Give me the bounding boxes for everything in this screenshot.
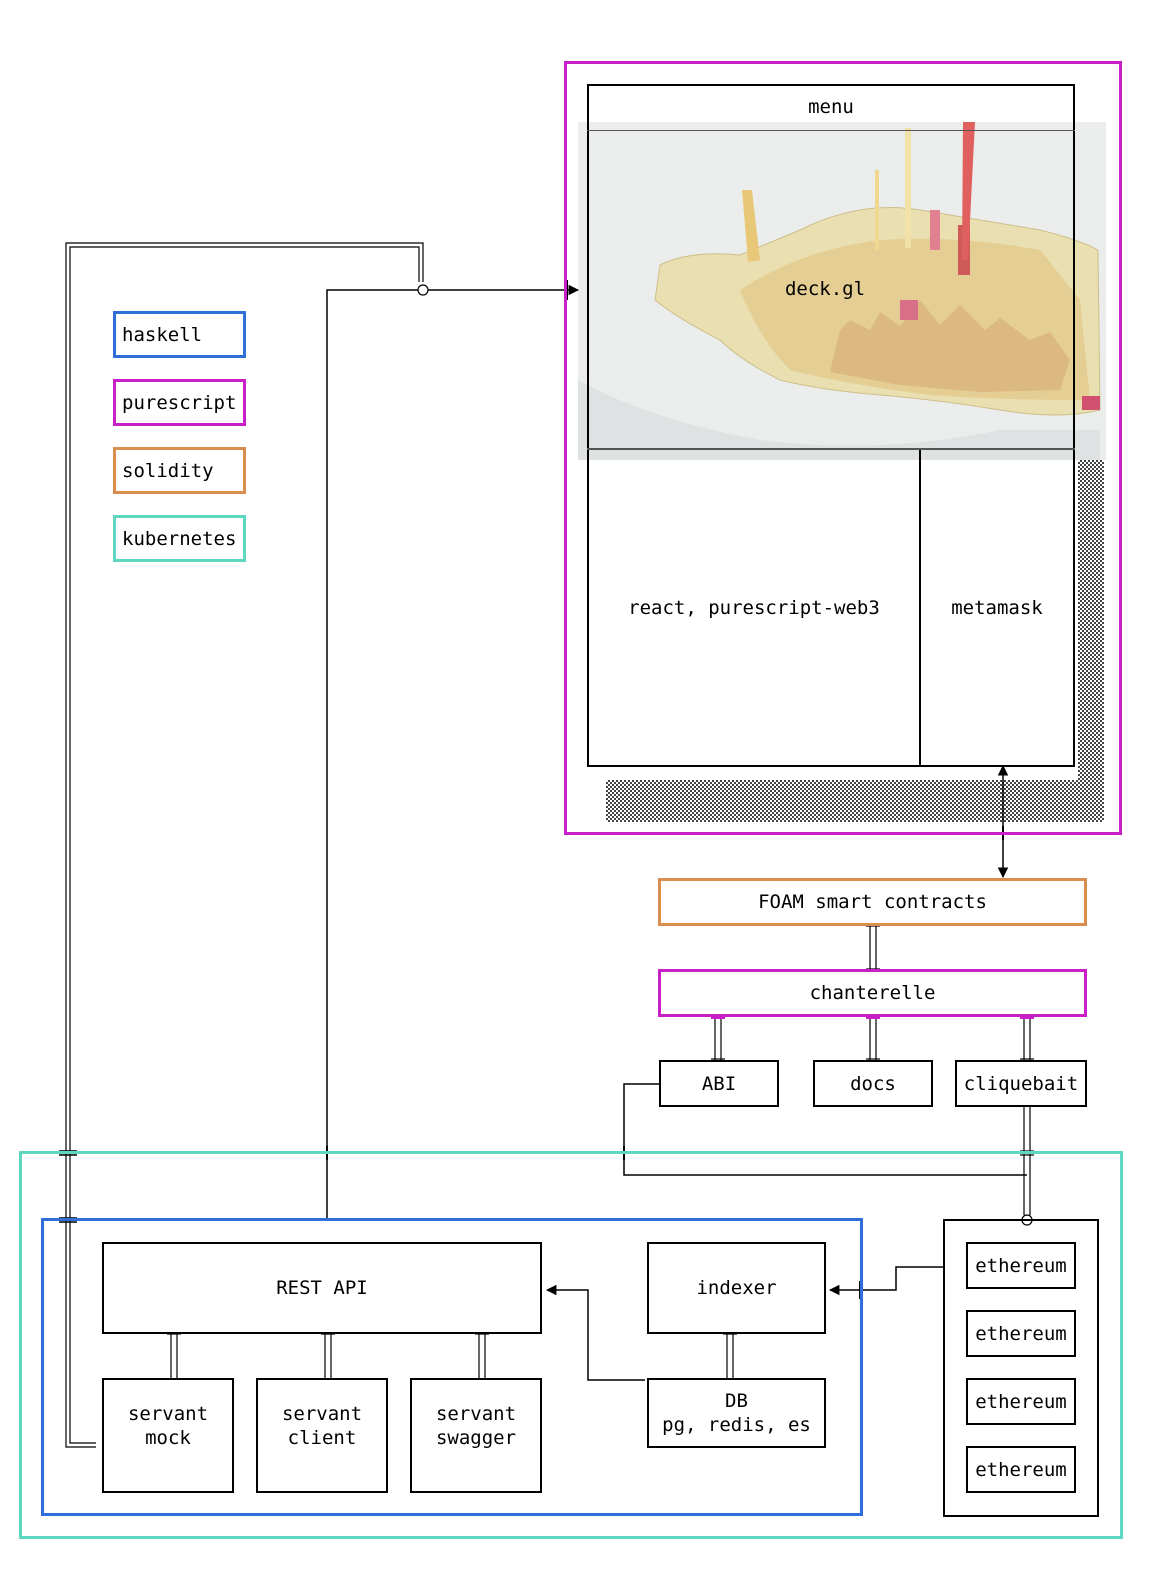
frontend-group <box>564 61 1122 835</box>
panel-divider <box>919 450 921 767</box>
foam-smart-contracts: FOAM smart contracts <box>658 878 1087 926</box>
cliquebait: cliquebait <box>955 1060 1087 1107</box>
kubernetes-group <box>19 1151 1123 1539</box>
abi: ABI <box>659 1060 779 1107</box>
servant-swagger: servant swagger <box>410 1378 542 1493</box>
indexer: indexer <box>647 1242 826 1334</box>
servant-client: servant client <box>256 1378 388 1493</box>
ethereum-cluster <box>943 1219 1099 1517</box>
servant-mock: servant mock <box>102 1378 234 1493</box>
legend-purescript-label: purescript <box>122 391 237 414</box>
ethereum-node: ethereum <box>966 1242 1076 1289</box>
legend-kubernetes-label: kubernetes <box>122 527 237 550</box>
ethereum-node: ethereum <box>966 1310 1076 1357</box>
ethereum-node: ethereum <box>966 1378 1076 1425</box>
chanterelle: chanterelle <box>658 969 1087 1017</box>
database: DB pg, redis, es <box>647 1378 826 1448</box>
legend-haskell-label: haskell <box>122 323 203 346</box>
ethereum-node: ethereum <box>966 1446 1076 1493</box>
frontend-window <box>587 84 1075 767</box>
legend-solidity: solidity <box>113 447 246 494</box>
map-divider <box>587 448 1075 450</box>
rest-api: REST API <box>102 1242 542 1334</box>
metamask-panel: metamask <box>951 596 1043 619</box>
legend-kubernetes: kubernetes <box>113 515 246 562</box>
deck-gl-label: deck.gl <box>784 278 866 300</box>
deck-gl-map-image <box>578 122 1106 460</box>
legend-haskell: haskell <box>113 311 246 358</box>
legend-purescript: purescript <box>113 379 246 426</box>
docs: docs <box>813 1060 933 1107</box>
frontend-shadow-bottom <box>606 780 1104 822</box>
legend-solidity-label: solidity <box>122 459 214 482</box>
react-panel: react, purescript-web3 <box>628 596 880 619</box>
haskell-group <box>41 1218 863 1516</box>
menu-bar: menu <box>587 84 1075 131</box>
